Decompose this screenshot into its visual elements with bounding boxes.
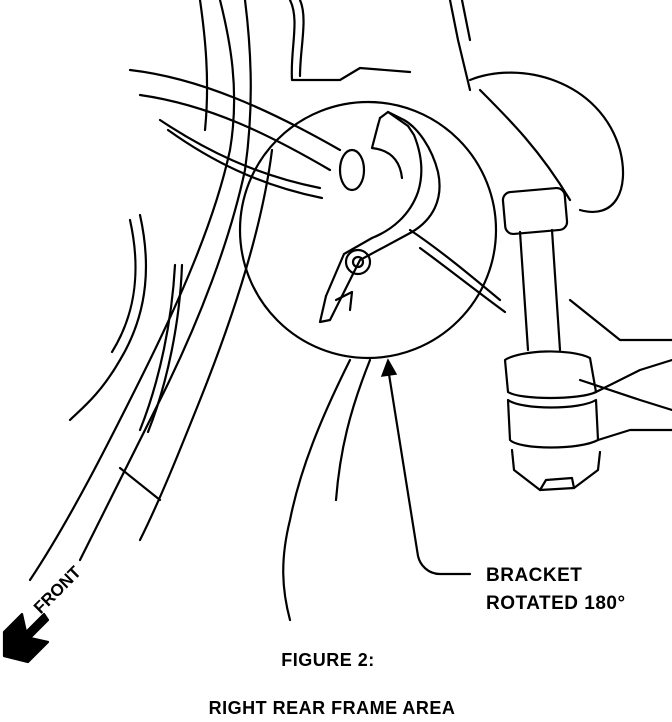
stabilizer-link: [408, 186, 602, 492]
body-panel: [28, 0, 372, 622]
figure-caption: FIGURE 2:: [281, 650, 375, 670]
callout-leader: [386, 366, 472, 576]
leader-arrowhead: [380, 358, 398, 377]
callout-line-2: ROTATED 180°: [486, 593, 626, 614]
pipe: [128, 68, 366, 200]
frame-rail: [288, 0, 472, 92]
figure-title: RIGHT REAR FRAME AREA: [208, 698, 456, 718]
bracket: [318, 110, 441, 324]
callout-line-1: BRACKET: [486, 565, 583, 586]
front-arrow: [2, 612, 50, 664]
detail-circle: [238, 100, 498, 360]
control-arm: [468, 71, 672, 442]
